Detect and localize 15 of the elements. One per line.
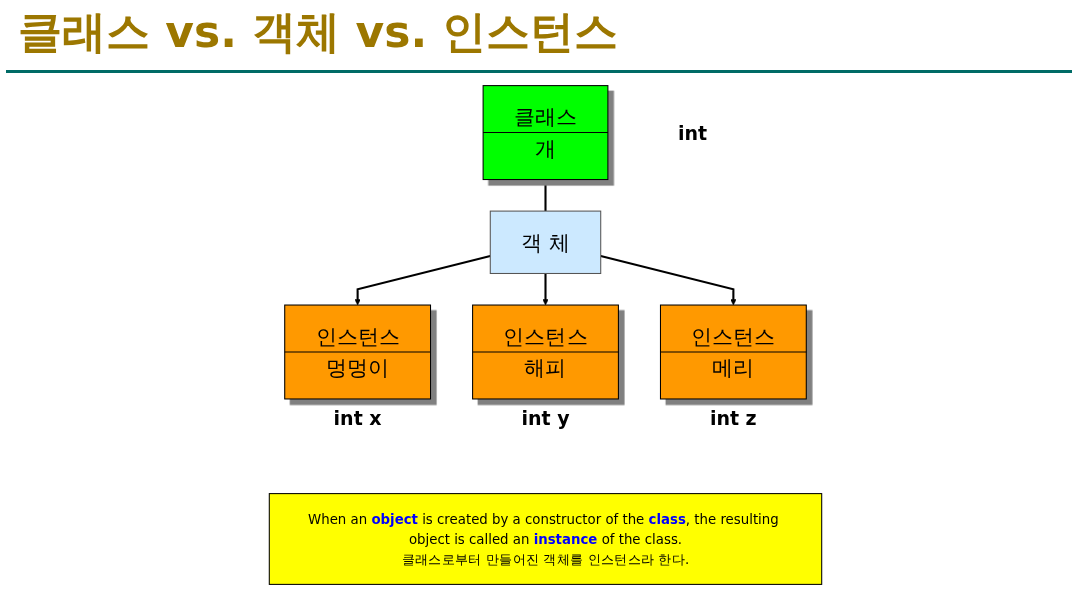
arrow — [600, 255, 737, 306]
variable-label: int z — [709, 406, 757, 429]
connector-line — [544, 179, 547, 212]
variable-label: int x — [333, 406, 382, 429]
arrow — [542, 273, 549, 306]
slide-title: 클래스 vs. 객체 vs. 인스턴스 — [18, 5, 619, 59]
object-box: 객 체 — [489, 210, 602, 274]
note-box: When an object is created by a constructor of the class, the resulting object is called an instance of the class. 클래스로부터 만들어진 객체를 인스턴스라 한다. — [268, 493, 823, 585]
instance-box: 인스턴스 해피 — [472, 304, 619, 400]
variable-label: int — [677, 121, 707, 144]
class-box: 클래스 개 — [482, 85, 609, 181]
variable-label: int y — [521, 406, 570, 429]
instance-box: 인스턴스 메리 — [659, 304, 807, 400]
instance-box: 인스턴스 멍멍이 — [284, 304, 432, 400]
arrow — [354, 255, 491, 306]
